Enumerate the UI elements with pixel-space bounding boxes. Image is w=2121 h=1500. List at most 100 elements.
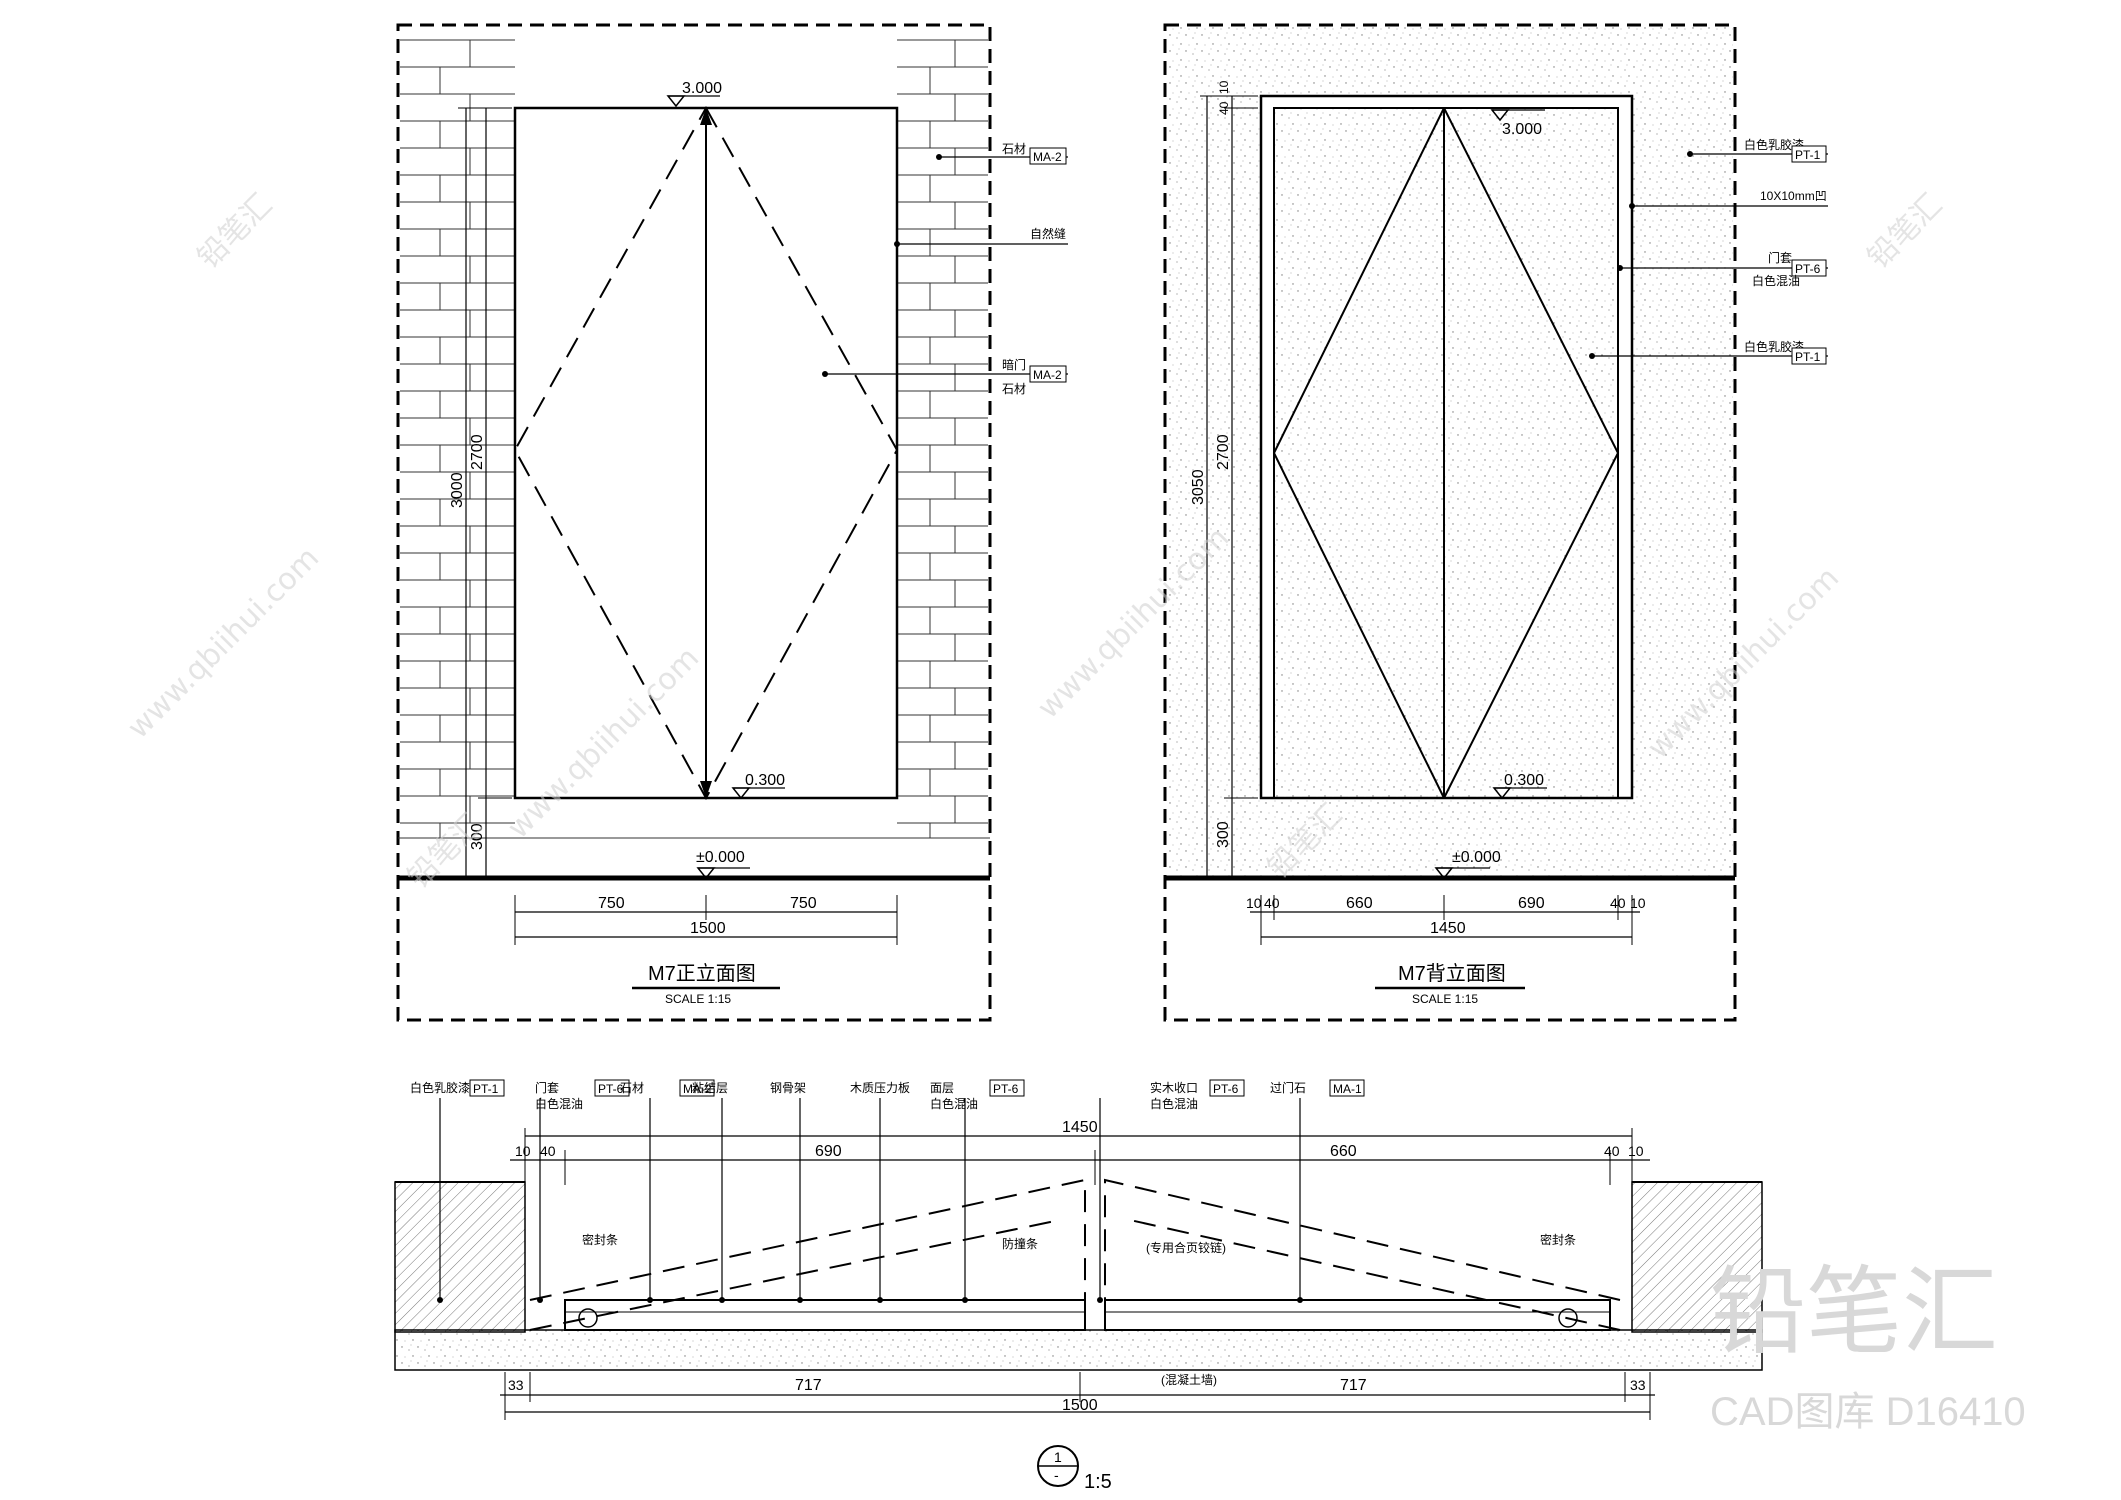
section-seal-right xyxy=(1558,1308,1578,1328)
back-dim-3050: 3050 xyxy=(1190,469,1207,505)
svg-text:MA-2: MA-2 xyxy=(1033,368,1062,382)
back-dim-b2: 660 xyxy=(1346,895,1373,912)
svg-text:门套: 门套 xyxy=(1768,250,1792,265)
watermark-brand-1: 铅笔汇 xyxy=(191,187,279,275)
section-wall-right xyxy=(1631,1181,1763,1333)
section-callout-dot xyxy=(437,1297,443,1303)
front-level-zero: ±0.000 xyxy=(696,849,745,866)
svg-text:PT-6: PT-6 xyxy=(1795,262,1821,276)
back-callout-paint-top: 白色乳胶漆 PT-1 xyxy=(1687,137,1828,163)
section-callout-dot xyxy=(719,1297,725,1303)
svg-text:白色乳胶漆: 白色乳胶漆 xyxy=(1744,339,1804,354)
section-callout-dot xyxy=(537,1297,543,1303)
section-marker-number: 1 xyxy=(1054,1449,1062,1465)
front-arrow-bottom xyxy=(700,781,712,798)
section-dim-top-left-a: 10 xyxy=(515,1143,531,1159)
front-elevation-frame xyxy=(396,23,992,1022)
section-callout-text: 钢骨架 xyxy=(770,1081,806,1095)
svg-text:PT-1: PT-1 xyxy=(1795,148,1821,162)
section-dim-top-left-leaf: 690 xyxy=(815,1143,842,1160)
section-callout-tag: PT-6 xyxy=(598,1082,624,1096)
section-callout-text: 木质压力板 xyxy=(850,1081,910,1095)
front-elevation-scale: SCALE 1:15 xyxy=(665,992,731,1006)
section-swing-left xyxy=(529,1178,1086,1301)
front-arrow-top xyxy=(700,108,712,125)
front-level-top-mark xyxy=(666,95,686,108)
section-slab xyxy=(394,1329,1763,1371)
section-callout-tag: PT-1 xyxy=(473,1082,499,1096)
svg-text:石材: 石材 xyxy=(1002,142,1026,156)
back-level-zero: ±0.000 xyxy=(1452,849,1501,866)
back-dim-top-40: 40 xyxy=(1217,101,1231,115)
section-callout-text: 白色混油 xyxy=(535,1096,583,1111)
section-scale-label: 1:5 xyxy=(1084,1471,1112,1493)
section-dim-bottom-right-end: 33 xyxy=(1630,1377,1646,1393)
section-label-wall: (混凝土墙) xyxy=(1161,1372,1217,1387)
back-dim-2700: 2700 xyxy=(1215,434,1232,470)
back-dim-b5: 10 xyxy=(1630,895,1646,911)
back-dim-b4: 40 xyxy=(1610,895,1626,911)
section-callout-dot xyxy=(647,1297,653,1303)
section-leaf-right xyxy=(1104,1299,1611,1331)
back-level-floor: 0.300 xyxy=(1504,772,1544,789)
front-dim-2700: 2700 xyxy=(469,434,486,470)
section-callout-dot xyxy=(797,1297,803,1303)
section-dim-top-left-b: 40 xyxy=(540,1143,556,1159)
front-elevation: 3.000 0.300 ±0.000 3000 2700 300 750 750… xyxy=(396,23,1068,1022)
section-callout-tag-box xyxy=(594,1079,630,1097)
section-callout-text: 白色混油 xyxy=(930,1096,978,1111)
section-dim-bottom-left-leaf: 717 xyxy=(795,1377,822,1394)
section-callout-tag: PT-6 xyxy=(1213,1082,1239,1096)
section-seal-left xyxy=(578,1308,598,1328)
section-callout-dot xyxy=(877,1297,883,1303)
back-elevation: 3.000 0.300 ±0.000 3050 2700 300 40 10 1… xyxy=(1163,23,1828,1022)
section-callout-text: 面层 xyxy=(930,1081,954,1095)
section-callout-tag-box xyxy=(679,1079,715,1097)
section-callout-text: 实木收口 xyxy=(1150,1080,1198,1095)
back-dim-300: 300 xyxy=(1215,821,1232,848)
section-callout-text: 过门石 xyxy=(1270,1080,1306,1095)
section-callout-dot xyxy=(1297,1297,1303,1303)
back-dim-b3: 690 xyxy=(1518,895,1545,912)
section-label-seal-left: 密封条 xyxy=(582,1232,618,1247)
front-dim-750-left: 750 xyxy=(598,895,625,912)
section-dim-bottom-right-leaf: 717 xyxy=(1340,1377,1367,1394)
section-swing-left-2 xyxy=(529,1219,1061,1331)
section-dim-top-right-b: 40 xyxy=(1604,1143,1620,1159)
svg-text:白色乳胶漆: 白色乳胶漆 xyxy=(1744,137,1804,152)
front-level-top: 3.000 xyxy=(682,80,722,97)
section-callout-tag-box xyxy=(1329,1079,1365,1097)
back-callout-groove: 10X10mm凹 xyxy=(1629,189,1828,209)
section-callout-tag-box xyxy=(1209,1079,1245,1097)
section-callout-tag-box xyxy=(469,1079,505,1097)
front-dim-3000: 3000 xyxy=(449,472,466,508)
section-label-seal-right: 密封条 xyxy=(1540,1232,1576,1247)
section-label-bumper: 防撞条 xyxy=(1002,1236,1038,1251)
back-callout-paint-panel: 白色乳胶漆 PT-1 xyxy=(1589,339,1828,365)
section-callout-tag: MA-2 xyxy=(683,1082,712,1096)
front-elevation-title: M7正立面图 xyxy=(648,962,756,985)
section-wall-left xyxy=(394,1181,526,1333)
back-callout-casing: 门套 PT-6 白色混油 xyxy=(1617,250,1828,288)
front-dim-1500: 1500 xyxy=(690,920,726,937)
back-elevation-frame xyxy=(1163,23,1737,1022)
svg-text:自然缝: 自然缝 xyxy=(1030,226,1066,241)
watermark-caption: CAD图库 D16410 xyxy=(1710,1390,2026,1434)
section-swing-right-2 xyxy=(1129,1219,1621,1331)
svg-text:白色混油: 白色混油 xyxy=(1752,273,1800,288)
watermark-site-1: www.qbiihui.com xyxy=(121,541,326,746)
section-label-hinge: (专用合页铰链) xyxy=(1146,1240,1226,1255)
front-callout-joint: 自然缝 xyxy=(894,226,1068,247)
back-level-top: 3.000 xyxy=(1502,121,1542,138)
section-callout-text: 白色乳胶漆 xyxy=(410,1080,470,1095)
section-callout-tag: MA-1 xyxy=(1333,1082,1362,1096)
section-dim-bottom-left-end: 33 xyxy=(508,1377,524,1393)
section-callout-tag: PT-6 xyxy=(993,1082,1019,1096)
svg-text:10X10mm凹: 10X10mm凹 xyxy=(1760,189,1827,203)
section-dim-top-right-a: 10 xyxy=(1628,1143,1644,1159)
front-callout-hidden-door: 暗门 MA-2 石材 xyxy=(822,357,1068,396)
svg-text:PT-1: PT-1 xyxy=(1795,350,1821,364)
